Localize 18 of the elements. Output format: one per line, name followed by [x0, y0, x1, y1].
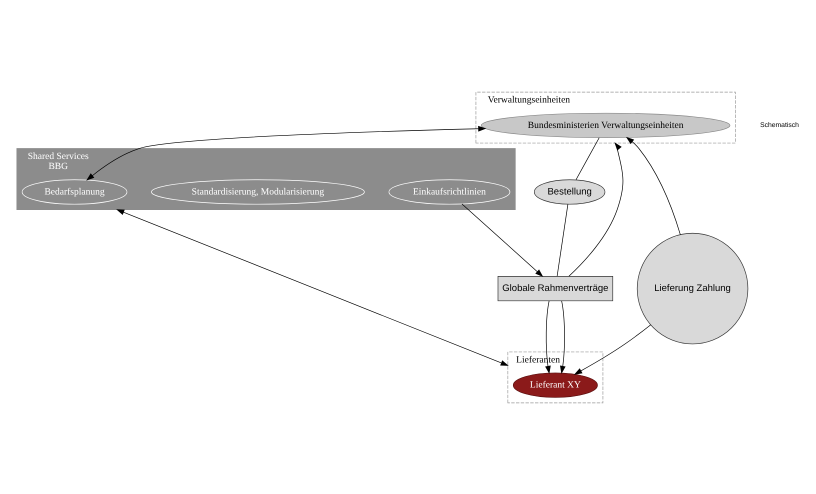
- node-ellipse: Lieferant XY: [512, 372, 598, 398]
- arrow: [574, 324, 652, 374]
- node-box: Globale Rahmenverträge: [498, 276, 614, 301]
- arrow: [626, 136, 681, 234]
- node-ellipse: Bedarfsplanung: [22, 178, 128, 204]
- arrow: [462, 203, 544, 277]
- node-circle: Lieferung Zahlung: [636, 232, 748, 344]
- arrow: [86, 125, 486, 180]
- arrow: [545, 300, 551, 374]
- node-ellipse: Bundesministerien Verwaltungseinheiten: [480, 112, 730, 138]
- connector: [556, 204, 568, 276]
- arrow: [560, 300, 566, 374]
- node-ellipse: Standardisierung, Modularisierung: [151, 178, 365, 204]
- arrow: [116, 208, 509, 366]
- node-ellipse: Einkaufsrichtlinien: [388, 178, 510, 204]
- arrow: [568, 142, 624, 276]
- node-ellipse: Bestellung: [534, 178, 606, 204]
- connector: [576, 136, 600, 180]
